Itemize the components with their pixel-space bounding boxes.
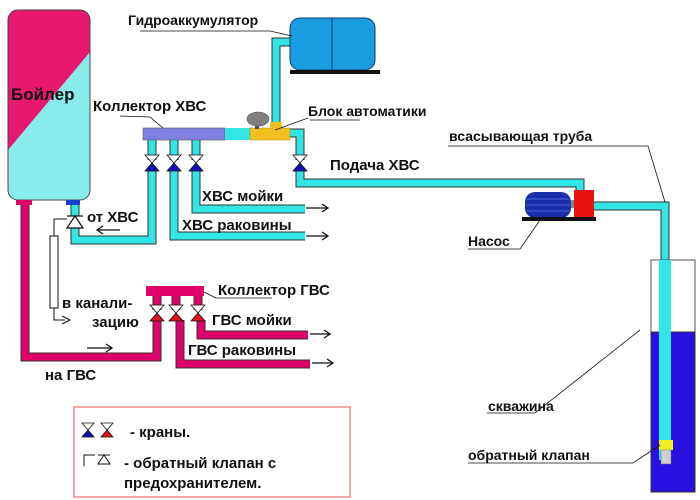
boiler: Бойлер (7, 9, 91, 205)
check-valve-well (659, 440, 673, 450)
label-check-valve: обратный клапан (468, 447, 590, 463)
label-cold-collector: Коллектор ХВС (93, 98, 207, 115)
valve-cold-2 (166, 154, 182, 172)
label-suction-pipe: всасывающая труба (449, 128, 592, 144)
hydro-accumulator (289, 17, 380, 74)
label-from-cold: от ХВС (87, 209, 139, 226)
safety-check-valve (49, 214, 85, 325)
drain-hose (49, 235, 59, 309)
pipe-cold-sink (192, 168, 305, 213)
valve-cold-3 (188, 154, 204, 172)
pipe-cold-washbasin (170, 168, 305, 240)
valve-cold-1 (144, 154, 160, 172)
legend-check-valve-text-1: - обратный клапан с (124, 455, 276, 472)
label-cold-supply: Подача ХВС (330, 157, 420, 174)
cold-valves (144, 154, 308, 172)
boiler-cold-inlet (66, 200, 80, 205)
legend-valve-hot-icon (100, 422, 114, 438)
boiler-hot-outlet (16, 200, 32, 205)
arrow-cold-sink (306, 203, 330, 213)
pipe-hot-sink (197, 320, 308, 339)
label-to-sewer-1: в канали- (62, 295, 132, 312)
legend: - краны. - обратный клапан с предохранит… (73, 406, 351, 498)
label-pump: Насос (468, 233, 510, 249)
label-cold-washbasin: ХВС раковины (182, 217, 292, 234)
well (650, 259, 696, 493)
valve-hot-2 (168, 304, 184, 322)
collector-segment (225, 128, 250, 140)
arrow-from-cold (95, 225, 120, 235)
pipe-accumulator (272, 38, 292, 128)
arrow-cold-washbasin (306, 231, 330, 241)
arrow-hot-washbasin (312, 358, 335, 368)
label-to-hot: на ГВС (45, 367, 96, 384)
pump (522, 190, 596, 221)
label-to-sewer-2: зацию (92, 314, 139, 331)
valve-hot-3 (190, 304, 206, 322)
legend-valves-text: - краны. (130, 424, 190, 441)
label-hot-sink: ГВС мойки (212, 312, 292, 329)
arrow-to-hot (87, 343, 114, 353)
hot-collector (146, 286, 204, 296)
pipe-boiler-to-hot-collector-outline (20, 205, 162, 362)
hot-valves (149, 304, 206, 322)
legend-check-valve-icon (83, 454, 111, 466)
label-automation: Блок автоматики (308, 103, 427, 119)
pipe-cold-supply (296, 170, 584, 195)
arrow-hot-sink (310, 329, 332, 339)
label-well: скважина (488, 398, 554, 414)
valve-cold-4 (292, 154, 308, 172)
label-cold-sink: ХВС мойки (202, 188, 283, 205)
strainer (660, 449, 672, 465)
legend-check-valve-text-2: предохранителем. (124, 475, 261, 492)
label-hot-collector: Коллектор ГВС (218, 282, 330, 299)
valve-hot-1 (149, 304, 165, 322)
pipe-hot-washbasin (176, 320, 310, 368)
pipe-boiler-to-hot-collector (21, 205, 161, 361)
cold-collector (142, 127, 226, 141)
leader-lines (119, 30, 666, 464)
label-hot-washbasin: ГВС раковины (188, 342, 296, 359)
boiler-label: Бойлер (11, 85, 74, 104)
pressure-gauge-icon (246, 111, 270, 127)
pipe-to-boiler (71, 168, 156, 244)
label-accumulator: Гидроаккумулятор (128, 12, 258, 28)
flow-arrows (87, 203, 335, 368)
legend-valve-cold-icon (81, 422, 95, 438)
automation-block (246, 111, 291, 141)
